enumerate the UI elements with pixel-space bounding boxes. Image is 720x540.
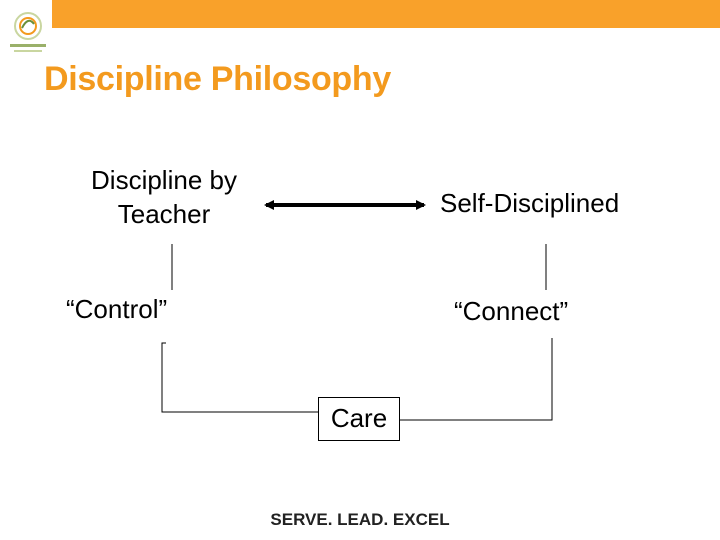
footer-slogan: SERVE. LEAD. EXCEL [270, 510, 450, 529]
self-disciplined-label: Self-Disciplined [440, 188, 620, 218]
top-accent-bar [52, 0, 720, 28]
school-logo-icon [6, 6, 50, 60]
left-care-connector [161, 342, 318, 413]
slide-title: Discipline Philosophy [44, 60, 391, 98]
care-box: Care [318, 397, 400, 441]
right-care-connector [400, 338, 553, 421]
connect-label: “Connect” [454, 296, 569, 326]
control-label: “Control” [66, 294, 168, 324]
discipline-by-teacher-label: Discipline by Teacher [91, 165, 237, 229]
